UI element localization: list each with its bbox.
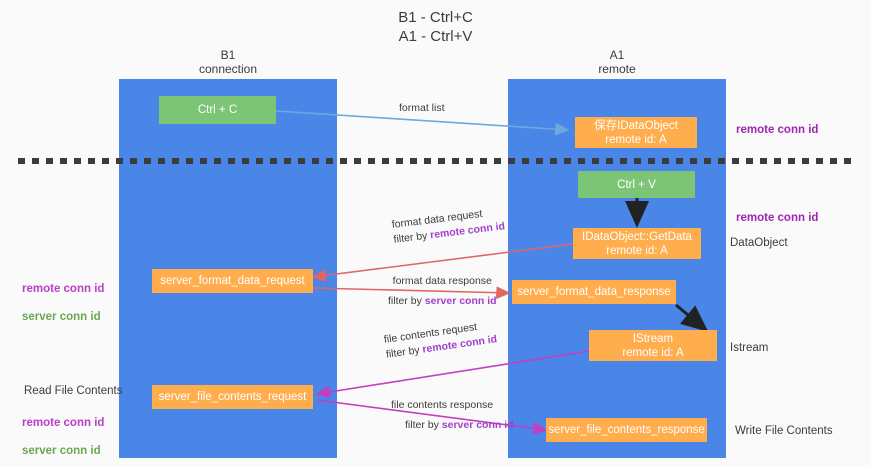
label-dataobject: DataObject [730, 237, 788, 249]
edge-label-file-contents-response-line1: file contents response [391, 399, 494, 411]
node-idataobject-getdata[interactable]: IDataObject::GetData remote id: A [573, 228, 701, 259]
edge-label-file-contents-response: file contents response filter by server … [391, 398, 514, 433]
node-server-format-data-request[interactable]: server_format_data_request [152, 269, 313, 293]
column-header-a1: A1 remote [598, 48, 636, 76]
filter-key-server-conn-id: server conn id [424, 295, 497, 307]
filter-by-prefix: filter by [385, 343, 424, 361]
label-server-conn-id-left-bottom: server conn id [22, 445, 101, 457]
label-conn-ids-bottom: remote conn id server conn id [22, 402, 104, 467]
node-server-file-contents-request[interactable]: server_file_contents_request [152, 385, 313, 409]
node-istream[interactable]: IStream remote id: A [589, 330, 717, 361]
column-header-b1: B1 connection [198, 48, 258, 76]
edge-label-format-data-response-line2: filter by server conn id [388, 294, 497, 309]
node-ctrl-v[interactable]: Ctrl + V [578, 171, 695, 198]
edge-label-format-data-response: format data response filter by server co… [388, 274, 497, 309]
label-server-conn-id-left-mid: server conn id [22, 311, 101, 323]
label-istream: Istream [730, 342, 769, 354]
label-remote-conn-id-left-bottom: remote conn id [22, 417, 105, 429]
filter-by-prefix: filter by [388, 295, 425, 307]
node-ctrl-c[interactable]: Ctrl + C [159, 96, 276, 124]
edge-label-format-list-text: format list [399, 102, 445, 114]
filter-by-prefix: filter by [405, 419, 442, 431]
edge-label-file-contents-request: file contents request filter by remote c… [383, 317, 498, 362]
edge-label-format-data-response-line1: format data response [392, 275, 492, 287]
edge-label-format-data-request: format data request filter by remote con… [391, 204, 506, 247]
node-save-idataobject[interactable]: 保存IDataObject remote id: A [575, 117, 697, 148]
node-server-format-data-response[interactable]: server_format_data_response [512, 280, 676, 304]
filter-by-prefix: filter by [392, 229, 431, 246]
label-remote-conn-id-top: remote conn id [736, 124, 819, 136]
label-conn-ids-mid: remote conn id server conn id [22, 268, 104, 338]
edge-label-format-list: format list [399, 101, 445, 116]
label-write-file-contents: Write File Contents [735, 425, 833, 437]
label-remote-conn-id-left-mid: remote conn id [22, 283, 105, 295]
page-title: B1 - Ctrl+C A1 - Ctrl+V [398, 9, 473, 45]
label-read-file-contents: Read File Contents [24, 385, 123, 397]
filter-key-server-conn-id: server conn id [441, 419, 514, 431]
node-server-file-contents-response[interactable]: server_file_contents_response [546, 418, 707, 442]
label-remote-conn-id-mid: remote conn id [736, 212, 819, 224]
edge-label-file-contents-response-line2: filter by server conn id [405, 418, 514, 433]
